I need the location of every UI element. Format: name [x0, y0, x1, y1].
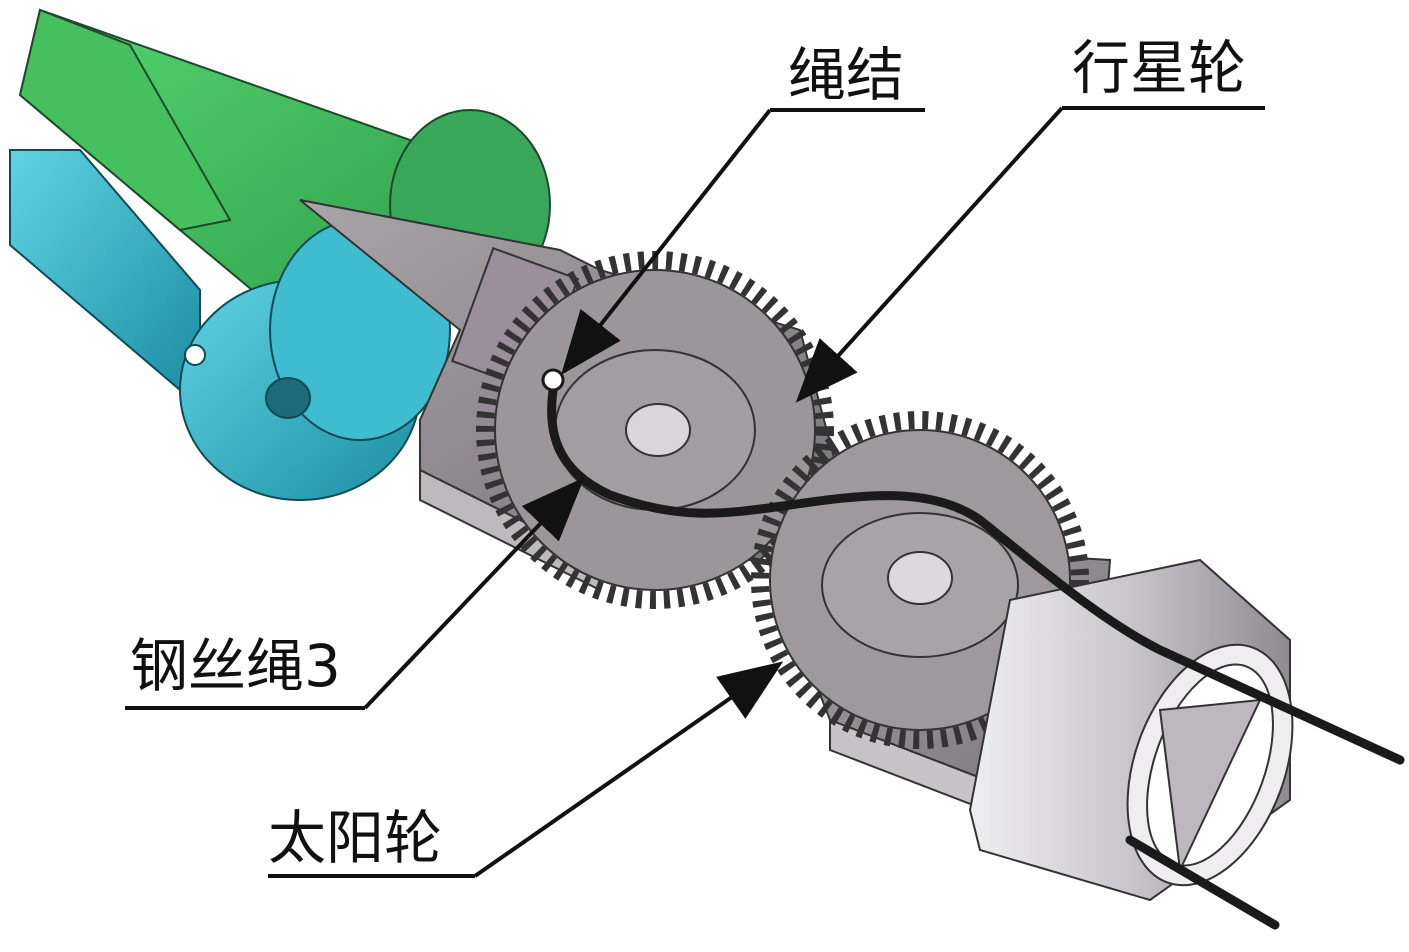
callout-steel-wire: 钢丝绳3: [125, 477, 585, 710]
label-sun-gear: 太阳轮: [268, 804, 442, 872]
label-rope-knot: 绳结: [788, 41, 904, 109]
rope-knot-hole: [541, 368, 565, 392]
leader-arrow: [473, 661, 784, 878]
tube-housing: [968, 558, 1294, 902]
steel-wire: [541, 368, 1405, 930]
callout-planet-gear: 行星轮: [795, 34, 1265, 403]
sun-gear: [751, 411, 1089, 749]
label-planet-gear: 行星轮: [1072, 34, 1246, 102]
label-steel-wire: 钢丝绳3: [130, 632, 341, 700]
leader-arrow: [795, 106, 1064, 403]
leader-arrow: [561, 108, 772, 376]
callout-sun-gear: 太阳轮: [268, 661, 784, 878]
callout-rope-knot: 绳结: [561, 41, 925, 376]
leader-arrow: [363, 477, 585, 710]
